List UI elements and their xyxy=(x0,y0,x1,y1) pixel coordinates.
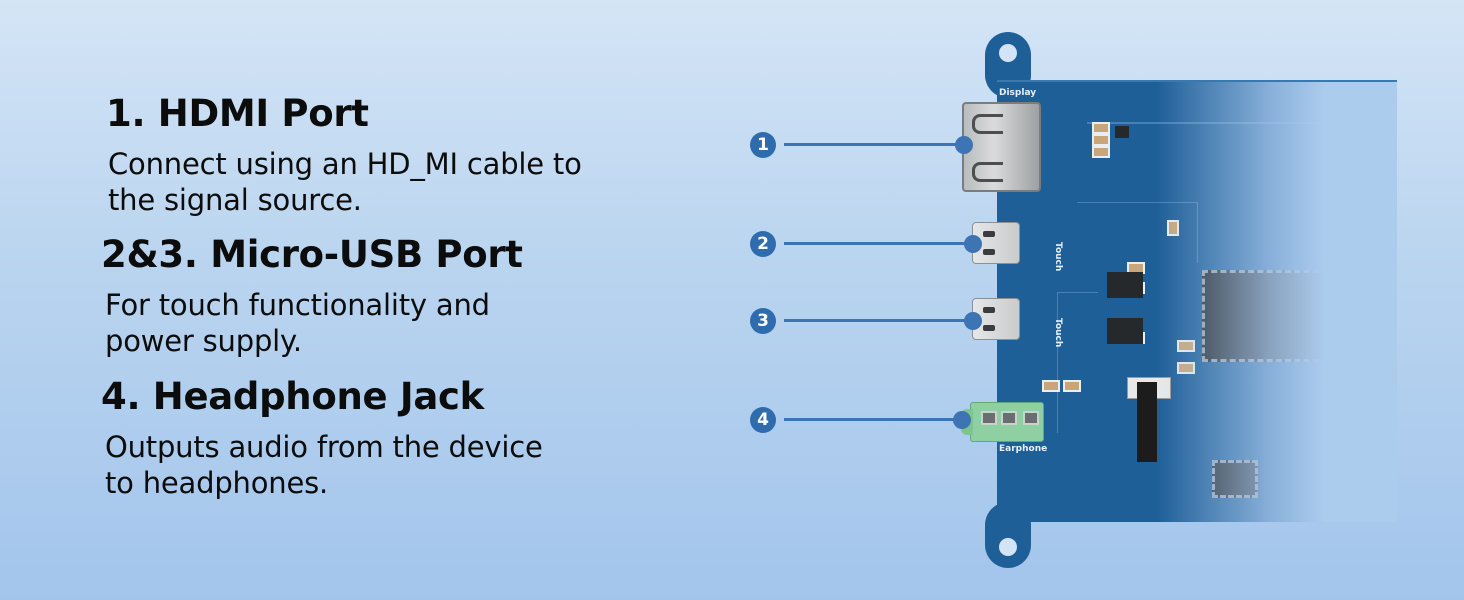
feature-desc-micro-usb: For touch functionality and power supply… xyxy=(105,287,490,359)
feature-heading-headphone: 4. Headphone Jack xyxy=(101,375,484,418)
transistor xyxy=(1115,126,1129,138)
mounting-hole xyxy=(999,538,1017,556)
hdmi-slot xyxy=(972,114,1003,134)
callout-anchor-dot xyxy=(964,312,982,330)
usb-pin xyxy=(983,325,995,331)
callout-number-badge: 4 xyxy=(750,407,776,433)
hdmi-slot xyxy=(972,162,1003,182)
feature-desc-headphone: Outputs audio from the device to headpho… xyxy=(105,429,543,501)
smd-component xyxy=(1177,340,1195,352)
smd-component xyxy=(1167,220,1179,236)
silkscreen-earphone-label: Earphone xyxy=(999,444,1048,454)
smd-component xyxy=(1092,122,1110,134)
callout-anchor-dot xyxy=(955,136,973,154)
desc-line: Connect using an HD_MI cable to xyxy=(108,147,582,181)
pcb-trace xyxy=(1077,202,1198,263)
feature-desc-hdmi: Connect using an HD_MI cable to the sign… xyxy=(108,146,582,218)
usb-pin xyxy=(983,307,995,313)
fpc-cable xyxy=(1137,382,1157,462)
jack-pad xyxy=(1023,411,1039,425)
callout-anchor-dot xyxy=(953,411,971,429)
silkscreen-touch-label: Touch xyxy=(1053,318,1063,348)
pcb-board-image: Display Touch Touch Earphone xyxy=(960,30,1464,570)
smd-component xyxy=(1127,332,1145,344)
smd-component xyxy=(1042,380,1060,392)
feature-heading-micro-usb: 2&3. Micro-USB Port xyxy=(101,233,523,276)
silkscreen-touch-label: Touch xyxy=(1053,242,1063,272)
pcb-trace xyxy=(1087,122,1389,124)
ic-chip xyxy=(1107,272,1143,298)
desc-line: For touch functionality and xyxy=(105,288,490,322)
ic-chip xyxy=(1107,318,1143,344)
main-controller-chip xyxy=(1202,270,1328,362)
callout-leader-line xyxy=(784,319,974,322)
desc-line: to headphones. xyxy=(105,466,329,500)
smd-component xyxy=(1127,262,1145,274)
desc-line: power supply. xyxy=(105,324,302,358)
smd-component xyxy=(1177,362,1195,374)
smd-component xyxy=(1063,380,1081,392)
callout-anchor-dot xyxy=(964,235,982,253)
jack-pad xyxy=(1001,411,1017,425)
usb-pin xyxy=(983,249,995,255)
callout-leader-line xyxy=(784,418,964,421)
desc-line: the signal source. xyxy=(108,183,362,217)
pcb: Display Touch Touch Earphone xyxy=(997,80,1397,522)
smd-component xyxy=(1092,134,1110,146)
feature-heading-hdmi: 1. HDMI Port xyxy=(106,92,369,135)
callout-leader-line xyxy=(784,242,974,245)
fpc-connector xyxy=(1127,377,1171,399)
desc-line: Outputs audio from the device xyxy=(105,430,543,464)
usb-pin xyxy=(983,231,995,237)
headphone-jack xyxy=(961,402,1044,442)
callout-number-badge: 2 xyxy=(750,231,776,257)
smd-component xyxy=(1127,282,1145,294)
ic-chip xyxy=(1212,460,1258,498)
callout-leader-line xyxy=(784,143,964,146)
smd-component xyxy=(1092,146,1110,158)
pcb-trace xyxy=(1057,292,1098,433)
silkscreen-display-label: Display xyxy=(999,88,1037,98)
jack-pad xyxy=(981,411,997,425)
mounting-hole xyxy=(999,44,1017,62)
feature-list: 1. HDMI Port Connect using an HD_MI cabl… xyxy=(0,0,700,600)
callout-number-badge: 3 xyxy=(750,308,776,334)
hdmi-port xyxy=(962,102,1041,192)
callout-number-badge: 1 xyxy=(750,132,776,158)
